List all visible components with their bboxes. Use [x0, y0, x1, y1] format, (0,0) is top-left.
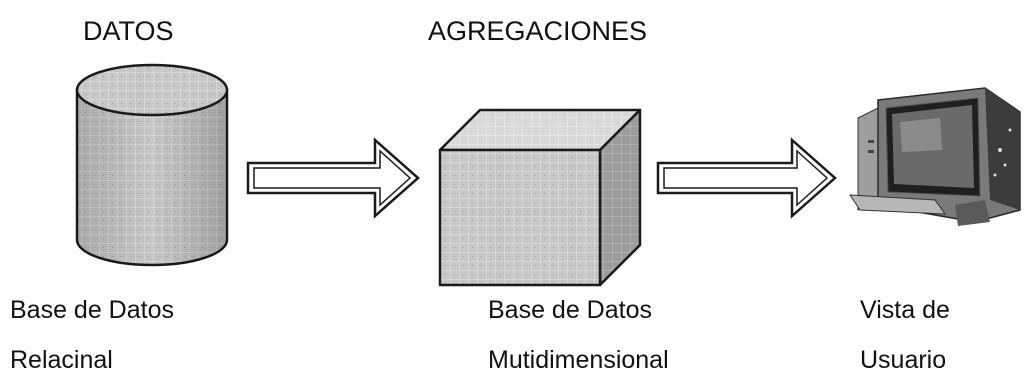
caption-relational-line2: Relacinal — [10, 346, 113, 374]
caption-user-view-line2: Usuario — [860, 346, 947, 374]
caption-multidimensional-line1: Base de Datos — [488, 296, 652, 324]
arrow-right-icon — [656, 137, 837, 219]
header-datos: DATOS — [83, 16, 174, 46]
database-cylinder-icon — [75, 63, 229, 267]
arrow-right-icon — [246, 137, 420, 219]
computer-icon — [849, 87, 1021, 226]
caption-user-view-line1: Vista de — [860, 296, 950, 324]
header-agregaciones: AGREGACIONES — [428, 16, 648, 46]
caption-relational-line1: Base de Datos — [10, 296, 174, 324]
cube-icon — [438, 108, 642, 287]
caption-multidimensional-line2: Mutidimensional — [488, 346, 669, 374]
